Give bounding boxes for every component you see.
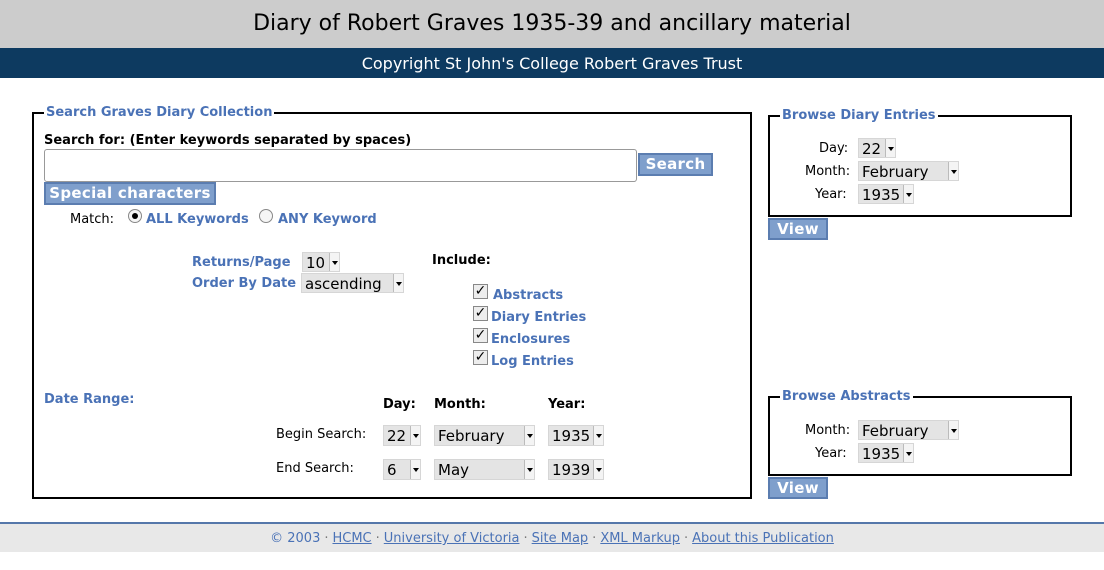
browse-abstracts-year-label: Year:	[815, 446, 847, 461]
footer-separator: ·	[592, 531, 597, 546]
browse-abstracts-month-select[interactable]: February	[858, 420, 959, 440]
search-legend: Search Graves Diary Collection	[44, 105, 275, 120]
copyright-banner: Copyright St John's College Robert Grave…	[0, 48, 1104, 78]
browse-diary-month-value: February	[862, 163, 929, 181]
begin-month-value: February	[438, 427, 505, 445]
include-diary-entries-label[interactable]: Diary Entries	[491, 310, 587, 325]
browse-diary-day-value: 22	[862, 140, 882, 158]
include-diary-entries-checkbox[interactable]: ✓	[473, 305, 488, 321]
begin-year-select[interactable]: 1935	[548, 425, 604, 446]
begin-day-value: 22	[387, 427, 407, 445]
browse-diary-year-label: Year:	[815, 187, 847, 202]
match-all-radio[interactable]	[128, 209, 142, 223]
begin-year-value: 1935	[552, 427, 591, 445]
footer-link-about[interactable]: About this Publication	[692, 531, 834, 546]
include-log-entries-checkbox[interactable]: ✓	[473, 349, 488, 365]
browse-diary-day-label: Day:	[819, 141, 849, 156]
include-label: Include:	[432, 253, 491, 268]
footer-separator: ·	[683, 531, 689, 546]
browse-abstracts-year-value: 1935	[862, 445, 901, 463]
match-all-label[interactable]: ALL Keywords	[146, 212, 249, 227]
begin-day-select[interactable]: 22	[383, 425, 421, 446]
browse-abstracts-legend: Browse Abstracts	[780, 389, 913, 404]
search-for-label: Search for: (Enter keywords separated by…	[44, 133, 412, 148]
end-year-select[interactable]: 1939	[548, 459, 604, 480]
browse-diary-view-button[interactable]: View	[768, 218, 828, 240]
returns-per-page-label: Returns/Page	[192, 255, 291, 270]
include-enclosures-label[interactable]: Enclosures	[491, 332, 571, 347]
end-month-value: May	[438, 461, 470, 479]
order-by-date-select[interactable]: ascending	[301, 273, 404, 293]
browse-abstracts-fieldset	[768, 396, 1072, 476]
chevron-down-icon	[948, 162, 958, 180]
footer-separator: ·	[375, 531, 380, 546]
search-button[interactable]: Search	[638, 153, 713, 176]
date-month-header: Month:	[434, 397, 486, 412]
browse-abstracts-view-button[interactable]: View	[768, 477, 828, 499]
footer-copyright: © 2003	[270, 531, 321, 546]
chevron-down-icon	[410, 426, 420, 445]
browse-abstracts-year-select[interactable]: 1935	[858, 443, 914, 463]
browse-diary-year-value: 1935	[862, 186, 901, 204]
browse-diary-year-select[interactable]: 1935	[858, 184, 914, 204]
end-month-select[interactable]: May	[434, 459, 535, 480]
footer-link-hcmc[interactable]: HCMC	[332, 531, 372, 546]
match-any-radio[interactable]	[259, 209, 273, 223]
chevron-down-icon	[329, 253, 339, 271]
browse-diary-day-select[interactable]: 22	[858, 138, 896, 158]
end-search-label: End Search:	[276, 461, 354, 476]
chevron-down-icon	[524, 460, 534, 479]
match-label: Match:	[70, 212, 115, 227]
date-day-header: Day:	[383, 397, 416, 412]
chevron-down-icon	[948, 421, 958, 439]
special-characters-button[interactable]: Special characters	[44, 182, 216, 205]
begin-search-label: Begin Search:	[276, 427, 367, 442]
chevron-down-icon	[393, 274, 403, 292]
chevron-down-icon	[885, 139, 895, 157]
date-year-header: Year:	[548, 397, 586, 412]
chevron-down-icon	[593, 460, 603, 479]
browse-abstracts-month-label: Month:	[805, 423, 851, 438]
order-by-date-label: Order By Date	[192, 276, 297, 291]
footer-link-xml-markup[interactable]: XML Markup	[600, 531, 680, 546]
footer: © 2003·HCMC·University of Victoria·Site …	[0, 524, 1104, 552]
chevron-down-icon	[524, 426, 534, 445]
order-by-date-value: ascending	[305, 275, 382, 293]
chevron-down-icon	[593, 426, 603, 445]
search-input[interactable]	[44, 149, 637, 182]
include-abstracts-label[interactable]: Abstracts	[493, 288, 564, 303]
end-year-value: 1939	[552, 461, 591, 479]
page-title: Diary of Robert Graves 1935-39 and ancil…	[0, 0, 1104, 48]
footer-separator: ·	[324, 531, 329, 546]
chevron-down-icon	[410, 460, 420, 479]
chevron-down-icon	[903, 444, 913, 462]
browse-diary-legend: Browse Diary Entries	[780, 108, 938, 123]
returns-per-page-select[interactable]: 10	[302, 252, 340, 272]
footer-link-uvic[interactable]: University of Victoria	[383, 531, 520, 546]
browse-diary-month-select[interactable]: February	[858, 161, 959, 181]
begin-month-select[interactable]: February	[434, 425, 535, 446]
browse-diary-month-label: Month:	[805, 164, 851, 179]
end-day-value: 6	[387, 461, 397, 479]
include-log-entries-label[interactable]: Log Entries	[491, 354, 574, 369]
footer-separator: ·	[523, 531, 528, 546]
include-abstracts-checkbox[interactable]: ✓	[473, 283, 488, 299]
returns-per-page-value: 10	[306, 254, 326, 272]
search-fieldset	[32, 112, 752, 499]
browse-abstracts-month-value: February	[862, 422, 929, 440]
match-any-label[interactable]: ANY Keyword	[278, 212, 377, 227]
end-day-select[interactable]: 6	[383, 459, 421, 480]
footer-divider	[0, 522, 1104, 524]
footer-link-site-map[interactable]: Site Map	[531, 531, 589, 546]
include-enclosures-checkbox[interactable]: ✓	[473, 327, 488, 343]
date-range-label: Date Range:	[44, 392, 135, 407]
chevron-down-icon	[903, 185, 913, 203]
